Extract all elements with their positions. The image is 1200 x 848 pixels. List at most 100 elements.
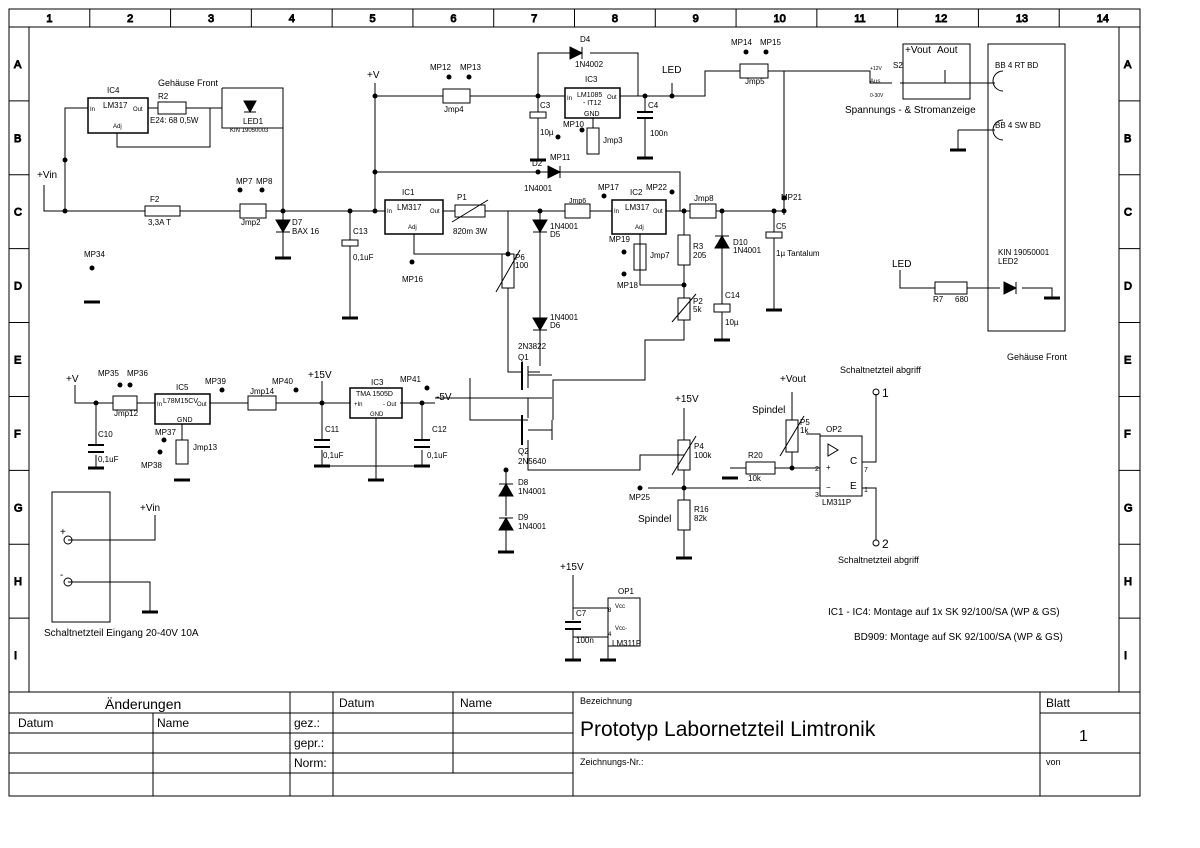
ic2-in: In bbox=[614, 209, 619, 215]
ic3a-name2: - IT12 bbox=[583, 100, 601, 107]
r16-ref: R16 bbox=[694, 505, 709, 514]
ic1-out: Out bbox=[430, 209, 440, 215]
junction-dot bbox=[681, 485, 687, 491]
column-label: 6 bbox=[450, 13, 456, 25]
q2-value: 2N5640 bbox=[518, 457, 547, 466]
d4-ref: D4 bbox=[580, 35, 591, 44]
aenderungen-header: Änderungen bbox=[105, 696, 181, 712]
column-label: 3 bbox=[208, 13, 214, 25]
vout-box-label: +Vout bbox=[905, 45, 931, 56]
junction-dot bbox=[161, 437, 167, 443]
ic3b-in: +In bbox=[354, 402, 363, 408]
psu-label: Schaltnetzteil Eingang 20-40V 10A bbox=[44, 628, 199, 639]
s2-ref: S2 bbox=[893, 61, 903, 70]
ic3b-ref: IC3 bbox=[371, 378, 384, 387]
s2-030: 0-30V bbox=[870, 93, 884, 99]
junction-dot bbox=[503, 467, 509, 473]
mp19-label: MP19 bbox=[609, 235, 630, 244]
mp40-label: MP40 bbox=[272, 377, 293, 386]
ic3b-name: TMA 1505D bbox=[356, 391, 393, 398]
led-right-label: LED bbox=[892, 259, 911, 270]
p15-b-label: +15V bbox=[675, 394, 699, 405]
ic1-name: LM317 bbox=[397, 203, 422, 212]
junction-dot bbox=[601, 193, 607, 199]
row-label: F bbox=[1124, 428, 1131, 440]
v-main-label: +V bbox=[367, 70, 380, 81]
vin-label: +Vin bbox=[37, 170, 57, 181]
column-label: 13 bbox=[1016, 13, 1028, 25]
op1-vcc2: Vcc- bbox=[615, 626, 627, 632]
ic2-out: Out bbox=[653, 209, 663, 215]
vout-label: +Vout bbox=[780, 374, 806, 385]
p15-a-label: +15V bbox=[308, 370, 332, 381]
spindel2-label: Spindel bbox=[638, 514, 671, 525]
junction-dot bbox=[743, 49, 749, 55]
mp12-label: MP12 bbox=[430, 63, 451, 72]
row-label: E bbox=[14, 355, 21, 367]
ic4-out: Out bbox=[133, 107, 143, 113]
von-label: von bbox=[1046, 757, 1061, 767]
blatt-number: 1 bbox=[1079, 728, 1088, 745]
op2-plus: + bbox=[826, 463, 831, 472]
junction-dot bbox=[259, 187, 265, 193]
led1-ref: LED1 bbox=[243, 117, 264, 126]
junction-dot bbox=[446, 74, 452, 80]
c5-ref: C5 bbox=[776, 222, 787, 231]
p5-value: 1k bbox=[800, 426, 809, 435]
ic2-name: LM317 bbox=[625, 203, 650, 212]
mp18-label: MP18 bbox=[617, 281, 638, 290]
d7-ref: D7 bbox=[292, 218, 303, 227]
mp15-label: MP15 bbox=[760, 38, 781, 47]
p2-value: 5k bbox=[693, 305, 702, 314]
row-label: E bbox=[1124, 355, 1131, 367]
row-label: A bbox=[14, 59, 22, 71]
f2-value: 3,3A T bbox=[148, 218, 171, 227]
junction-dot bbox=[555, 134, 561, 140]
junction-dot bbox=[719, 208, 725, 214]
junction-dot bbox=[621, 249, 627, 255]
abgriff1-label: Schaltnetzteil abgriff bbox=[840, 365, 921, 375]
row-label: G bbox=[14, 502, 23, 514]
psu-minus: - bbox=[60, 570, 63, 581]
junction-dot bbox=[157, 449, 163, 455]
components bbox=[51, 43, 1066, 647]
r2-value: E24: 68 0,5W bbox=[150, 116, 199, 125]
junction-dot bbox=[781, 208, 787, 214]
junction-dot bbox=[466, 74, 472, 80]
ic3a-in: In bbox=[567, 96, 572, 102]
ic3a-name: LM1085 bbox=[577, 92, 602, 99]
op2-name: LM311P bbox=[822, 498, 851, 507]
d2-value: 1N4001 bbox=[524, 184, 553, 193]
q1-ref: Q1 bbox=[518, 353, 529, 362]
op1-name: LM311P bbox=[612, 639, 641, 648]
row-label: D bbox=[14, 281, 22, 293]
op1-ref: OP1 bbox=[618, 587, 635, 596]
junction-dot bbox=[62, 157, 68, 163]
ic3a-gnd: GND bbox=[584, 111, 600, 118]
junction-dot bbox=[117, 382, 123, 388]
led2-value: KIN 19050001 bbox=[998, 248, 1050, 257]
c10-value: 0,1uF bbox=[98, 455, 119, 464]
ic5-name: L78M15CV bbox=[163, 398, 198, 405]
op2-c: C bbox=[850, 456, 857, 467]
term1-label: 1 bbox=[882, 386, 889, 400]
ic3b-out: - Out bbox=[383, 402, 397, 408]
mp21-label: MP21 bbox=[781, 193, 802, 202]
column-label: 1 bbox=[46, 13, 52, 25]
ic4-in: In bbox=[90, 107, 95, 113]
r3-ref: R3 bbox=[693, 242, 704, 251]
column-label: 8 bbox=[612, 13, 618, 25]
junction-dot bbox=[535, 93, 541, 99]
d6-ref: D6 bbox=[550, 321, 561, 330]
jmp2-label: Jmp2 bbox=[241, 218, 261, 227]
ic3b-gnd: GND bbox=[370, 412, 384, 418]
title-block bbox=[9, 691, 1140, 796]
mp13-label: MP13 bbox=[460, 63, 481, 72]
junction-dot bbox=[93, 400, 99, 406]
jmp14-label: Jmp14 bbox=[250, 387, 275, 396]
c12-value: 0,1uF bbox=[427, 451, 448, 460]
psu-plus: + bbox=[60, 527, 66, 538]
p6-value: 100 bbox=[515, 261, 529, 270]
